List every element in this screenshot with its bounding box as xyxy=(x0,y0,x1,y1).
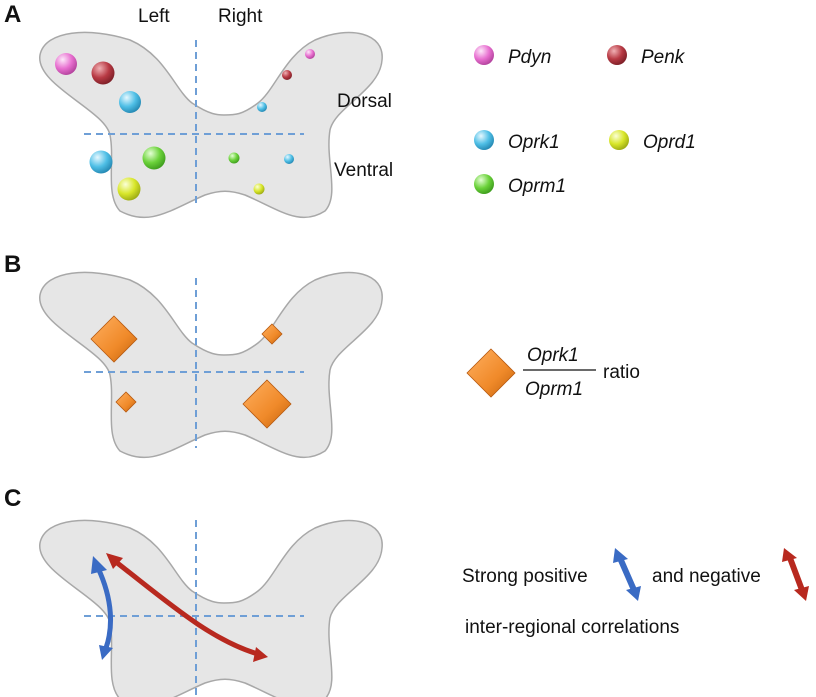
sphere-oprk1-left-dorsal xyxy=(119,91,141,113)
positive-arrow-icon xyxy=(613,548,641,601)
diamond-right-ventral xyxy=(242,379,292,429)
dorsal-label: Dorsal xyxy=(337,91,392,112)
legend-oprd1-label: Oprd1 xyxy=(643,132,696,153)
sphere-oprk1-right-dorsal xyxy=(257,102,267,112)
brain-section-b xyxy=(38,271,383,459)
legend-oprm1-marker xyxy=(474,174,494,194)
brain-section-c xyxy=(38,519,383,697)
sphere-pdyn-left xyxy=(55,53,77,75)
panel-a: A Left Right Dorsal Ventral Pdyn Penk O xyxy=(4,1,696,219)
sphere-penk-left xyxy=(91,61,115,85)
right-label: Right xyxy=(218,6,263,27)
correlations-text: inter-regional correlations xyxy=(465,617,679,638)
sphere-oprd1-left xyxy=(117,177,141,201)
panel-b: B Oprk1 Oprm1 ratio xyxy=(4,251,640,459)
negative-correlation-arrow xyxy=(106,553,268,662)
legend-pdyn-label: Pdyn xyxy=(508,47,551,68)
and-negative-text: and negative xyxy=(652,566,761,587)
legend-oprk1-label: Oprk1 xyxy=(508,132,560,153)
legend-pdyn-marker xyxy=(474,45,494,65)
panel-b-label: B xyxy=(4,251,21,278)
left-label: Left xyxy=(138,6,170,27)
sphere-oprk1-left-ventral xyxy=(89,150,113,174)
sphere-oprm1-left xyxy=(142,146,166,170)
ratio-word: ratio xyxy=(603,362,640,383)
sphere-oprd1-right xyxy=(253,183,265,195)
brain-section-a xyxy=(38,31,383,219)
negative-arrow-icon xyxy=(782,548,809,601)
panel-c: C Strong positive and negative xyxy=(4,485,809,697)
legend-oprm1-label: Oprm1 xyxy=(508,176,566,197)
ratio-diamond-icon xyxy=(466,348,516,398)
sphere-oprk1-right-ventral xyxy=(284,154,294,164)
sphere-pdyn-right xyxy=(305,49,315,59)
legend-oprd1-marker xyxy=(609,130,629,150)
strong-positive-text: Strong positive xyxy=(462,566,588,587)
panel-c-label: C xyxy=(4,485,21,512)
legend-penk-marker xyxy=(607,45,627,65)
diamond-right-dorsal xyxy=(261,323,283,345)
sphere-penk-right xyxy=(282,70,292,80)
legend-penk-label: Penk xyxy=(641,47,686,68)
ratio-denominator: Oprm1 xyxy=(525,379,583,400)
legend-oprk1-marker xyxy=(474,130,494,150)
positive-correlation-arrow xyxy=(91,556,114,660)
ventral-label: Ventral xyxy=(334,160,393,181)
ratio-numerator: Oprk1 xyxy=(527,345,579,366)
diamond-left-dorsal xyxy=(90,315,138,363)
panel-a-label: A xyxy=(4,1,21,28)
legend-a: Pdyn Penk Oprk1 Oprd1 Oprm1 xyxy=(474,45,696,197)
diamond-left-ventral xyxy=(115,391,137,413)
sphere-oprm1-right xyxy=(228,152,240,164)
